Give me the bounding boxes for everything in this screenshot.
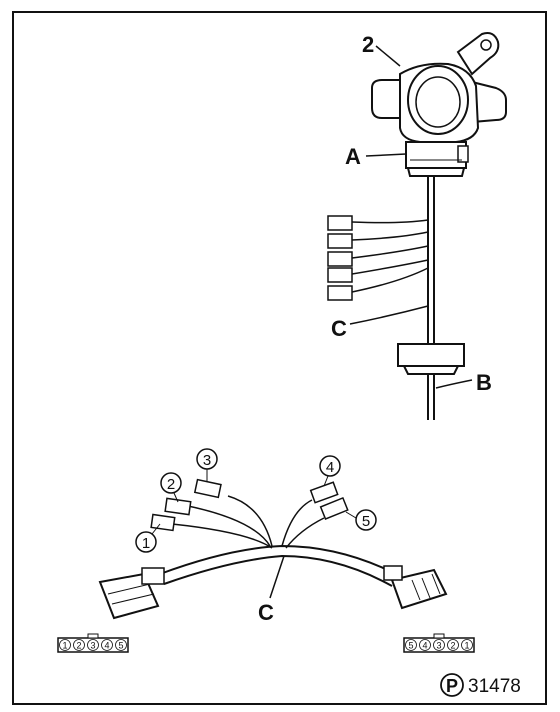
left-pin-3-label: 3 (90, 641, 95, 651)
right-pin-4-label: 2 (450, 641, 455, 651)
terminal-1-label: 1 (142, 535, 150, 552)
terminal-2-circle (160, 472, 182, 494)
terminal-bundle-upper (327, 215, 429, 301)
left-pin-5-label: 5 (118, 641, 123, 651)
leader-c-upper (349, 305, 429, 325)
right-pin-5-circle (461, 639, 473, 651)
sensor-assembly (371, 32, 507, 177)
grommet (397, 343, 465, 375)
leader-2 (375, 45, 401, 67)
p-symbol-icon (440, 673, 464, 697)
main-cable-upper (427, 176, 435, 420)
label-c-lower: C (258, 600, 274, 625)
left-pin-1-label: 1 (62, 641, 67, 651)
diagram-border (12, 11, 547, 705)
label-c-upper: C (331, 316, 347, 341)
leader-c-lower (269, 555, 285, 599)
terminal-3-label: 3 (203, 452, 211, 469)
terminal-callouts: 1 2 3 4 5 (135, 448, 377, 553)
left-pin-4-label: 4 (104, 641, 109, 651)
label-a: A (345, 144, 361, 169)
leader-a (365, 153, 407, 157)
part-number-label: 2 (362, 32, 374, 57)
reference-symbol: P (446, 676, 458, 696)
label-b: B (476, 370, 492, 395)
left-pin-4-circle (101, 639, 113, 651)
terminal-5-label: 5 (362, 513, 370, 530)
right-pin-4-circle (447, 639, 459, 651)
left-pin-3-circle (87, 639, 99, 651)
right-pin-1-label: 5 (408, 641, 413, 651)
figure-reference: P 31478 (440, 673, 521, 697)
harness-lower (98, 478, 448, 620)
terminal-4-circle (319, 455, 341, 477)
right-pin-5-label: 1 (464, 641, 469, 651)
right-pin-2-label: 4 (422, 641, 427, 651)
right-pin-3-circle (433, 639, 445, 651)
leader-b (435, 379, 473, 389)
reference-number: 31478 (468, 676, 521, 697)
right-pin-2-circle (419, 639, 431, 651)
right-pin-1-circle (405, 639, 417, 651)
terminal-4-label: 4 (326, 459, 334, 476)
right-pin-3-label: 3 (436, 641, 441, 651)
terminal-1-circle (135, 531, 157, 553)
left-pin-2-label: 2 (76, 641, 81, 651)
left-pin-1-circle (59, 639, 71, 651)
left-pin-2-circle (73, 639, 85, 651)
terminal-5-circle (355, 509, 377, 531)
left-pin-5-circle (115, 639, 127, 651)
terminal-2-label: 2 (167, 476, 175, 493)
